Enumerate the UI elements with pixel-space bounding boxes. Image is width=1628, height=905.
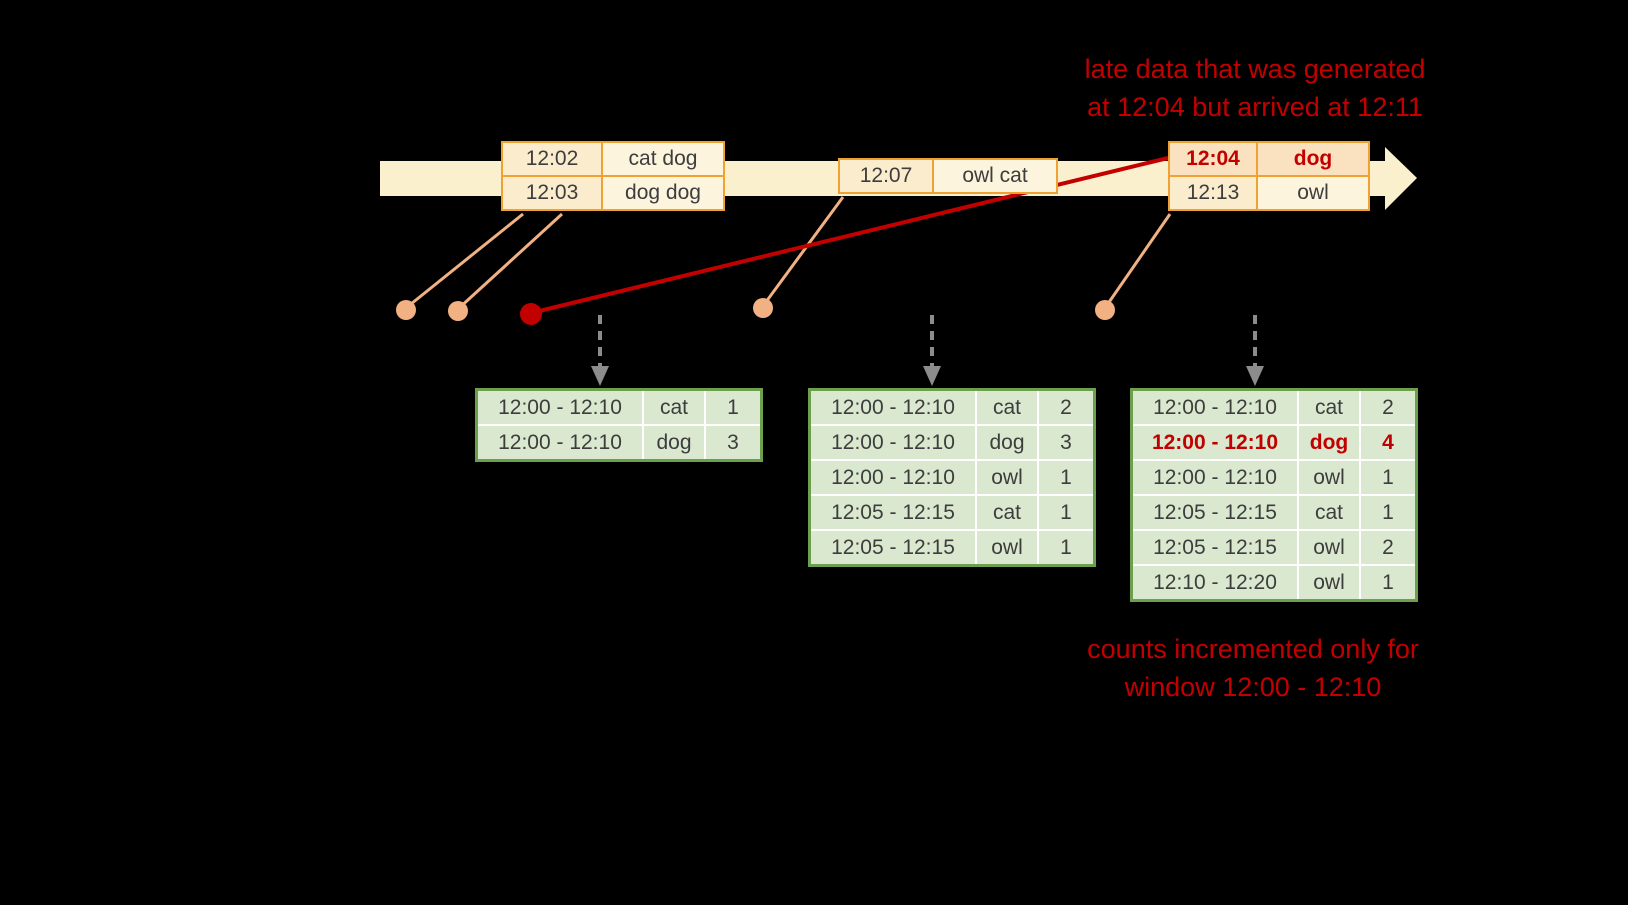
window-cell: 12:00 - 12:10: [1130, 424, 1299, 461]
event-time-cell: 12:13: [1168, 175, 1258, 211]
event-time-cell: 12:04: [1168, 141, 1258, 177]
trigger-arrow: [591, 315, 609, 386]
word-cell: owl: [1297, 529, 1361, 566]
event-table-3: 12:04 dog 12:13 owl: [1168, 141, 1370, 211]
word-cell: owl: [1297, 459, 1361, 496]
table-row: 12:05 - 12:15 owl 2: [1130, 529, 1418, 566]
table-row: 12:00 - 12:10 dog 4: [1130, 424, 1418, 461]
word-cell: dog: [975, 424, 1039, 461]
event-time-cell: 12:02: [501, 141, 603, 177]
word-cell: dog: [642, 424, 706, 462]
window-cell: 12:05 - 12:15: [1130, 494, 1299, 531]
trigger-arrow: [1246, 315, 1264, 386]
table-row: 12:00 - 12:10 owl 1: [808, 459, 1096, 496]
window-cell: 12:00 - 12:10: [1130, 388, 1299, 426]
result-table-3: 12:00 - 12:10 cat 2 12:00 - 12:10 dog 4 …: [1130, 388, 1418, 602]
event-words-cell: dog: [1256, 141, 1370, 177]
word-cell: owl: [1297, 564, 1361, 602]
event-dot: [753, 298, 773, 318]
event-time-cell: 12:07: [838, 158, 934, 194]
word-cell: cat: [975, 494, 1039, 531]
window-cell: 12:00 - 12:10: [808, 388, 977, 426]
count-cell: 1: [704, 388, 763, 426]
table-row: 12:04 dog: [1168, 141, 1370, 177]
table-row: 12:00 - 12:10 cat 1: [475, 388, 763, 426]
event-dot: [396, 300, 416, 320]
table-row: 12:00 - 12:10 dog 3: [475, 424, 763, 462]
table-row: 12:07 owl cat: [838, 158, 1058, 194]
event-connector-line: [761, 196, 845, 307]
event-table-1: 12:02 cat dog 12:03 dog dog: [501, 141, 725, 211]
table-row: 12:05 - 12:15 owl 1: [808, 529, 1096, 567]
counts-annotation: counts incremented only for window 12:00…: [1087, 634, 1419, 702]
window-cell: 12:05 - 12:15: [808, 529, 977, 567]
count-cell: 2: [1037, 388, 1096, 426]
count-cell: 3: [1037, 424, 1096, 461]
word-cell: dog: [1297, 424, 1361, 461]
event-dot: [1095, 300, 1115, 320]
event-connector-line: [456, 212, 564, 311]
count-cell: 1: [1359, 564, 1418, 602]
count-cell: 1: [1037, 494, 1096, 531]
count-cell: 1: [1359, 494, 1418, 531]
count-cell: 1: [1359, 459, 1418, 496]
count-cell: 2: [1359, 529, 1418, 566]
event-table-2: 12:07 owl cat: [838, 158, 1058, 194]
word-cell: owl: [975, 529, 1039, 567]
result-table-1: 12:00 - 12:10 cat 1 12:00 - 12:10 dog 3: [475, 388, 763, 462]
count-cell: 2: [1359, 388, 1418, 426]
table-row: 12:13 owl: [1168, 175, 1370, 211]
trigger-arrow: [923, 315, 941, 386]
window-cell: 12:05 - 12:15: [808, 494, 977, 531]
count-cell: 1: [1037, 529, 1096, 567]
event-time-cell: 12:03: [501, 175, 603, 211]
count-cell: 4: [1359, 424, 1418, 461]
word-cell: cat: [1297, 494, 1361, 531]
table-row: 12:02 cat dog: [501, 141, 725, 177]
window-cell: 12:00 - 12:10: [808, 424, 977, 461]
event-words-cell: owl cat: [932, 158, 1058, 194]
window-cell: 12:00 - 12:10: [475, 388, 644, 426]
event-connector-line: [1103, 213, 1172, 309]
word-cell: cat: [642, 388, 706, 426]
event-words-cell: owl: [1256, 175, 1370, 211]
window-cell: 12:00 - 12:10: [475, 424, 644, 462]
word-cell: owl: [975, 459, 1039, 496]
window-cell: 12:10 - 12:20: [1130, 564, 1299, 602]
table-row: 12:05 - 12:15 cat 1: [1130, 494, 1418, 531]
table-row: 12:05 - 12:15 cat 1: [808, 494, 1096, 531]
table-row: 12:03 dog dog: [501, 175, 725, 211]
window-cell: 12:05 - 12:15: [1130, 529, 1299, 566]
result-table-2: 12:00 - 12:10 cat 2 12:00 - 12:10 dog 3 …: [808, 388, 1096, 567]
window-cell: 12:00 - 12:10: [1130, 459, 1299, 496]
window-cell: 12:00 - 12:10: [808, 459, 977, 496]
late-data-line: [530, 156, 1169, 315]
late-data-dot: [520, 303, 542, 325]
table-row: 12:00 - 12:10 cat 2: [1130, 388, 1418, 426]
table-row: 12:00 - 12:10 cat 2: [808, 388, 1096, 426]
event-dot: [448, 301, 468, 321]
table-row: 12:10 - 12:20 owl 1: [1130, 564, 1418, 602]
table-row: 12:00 - 12:10 dog 3: [808, 424, 1096, 461]
late-data-annotation: late data that was generated at 12:04 bu…: [1084, 54, 1426, 122]
event-connector-line: [405, 212, 524, 310]
word-cell: cat: [1297, 388, 1361, 426]
count-cell: 1: [1037, 459, 1096, 496]
event-words-cell: cat dog: [601, 141, 725, 177]
word-cell: cat: [975, 388, 1039, 426]
table-row: 12:00 - 12:10 owl 1: [1130, 459, 1418, 496]
count-cell: 3: [704, 424, 763, 462]
event-words-cell: dog dog: [601, 175, 725, 211]
